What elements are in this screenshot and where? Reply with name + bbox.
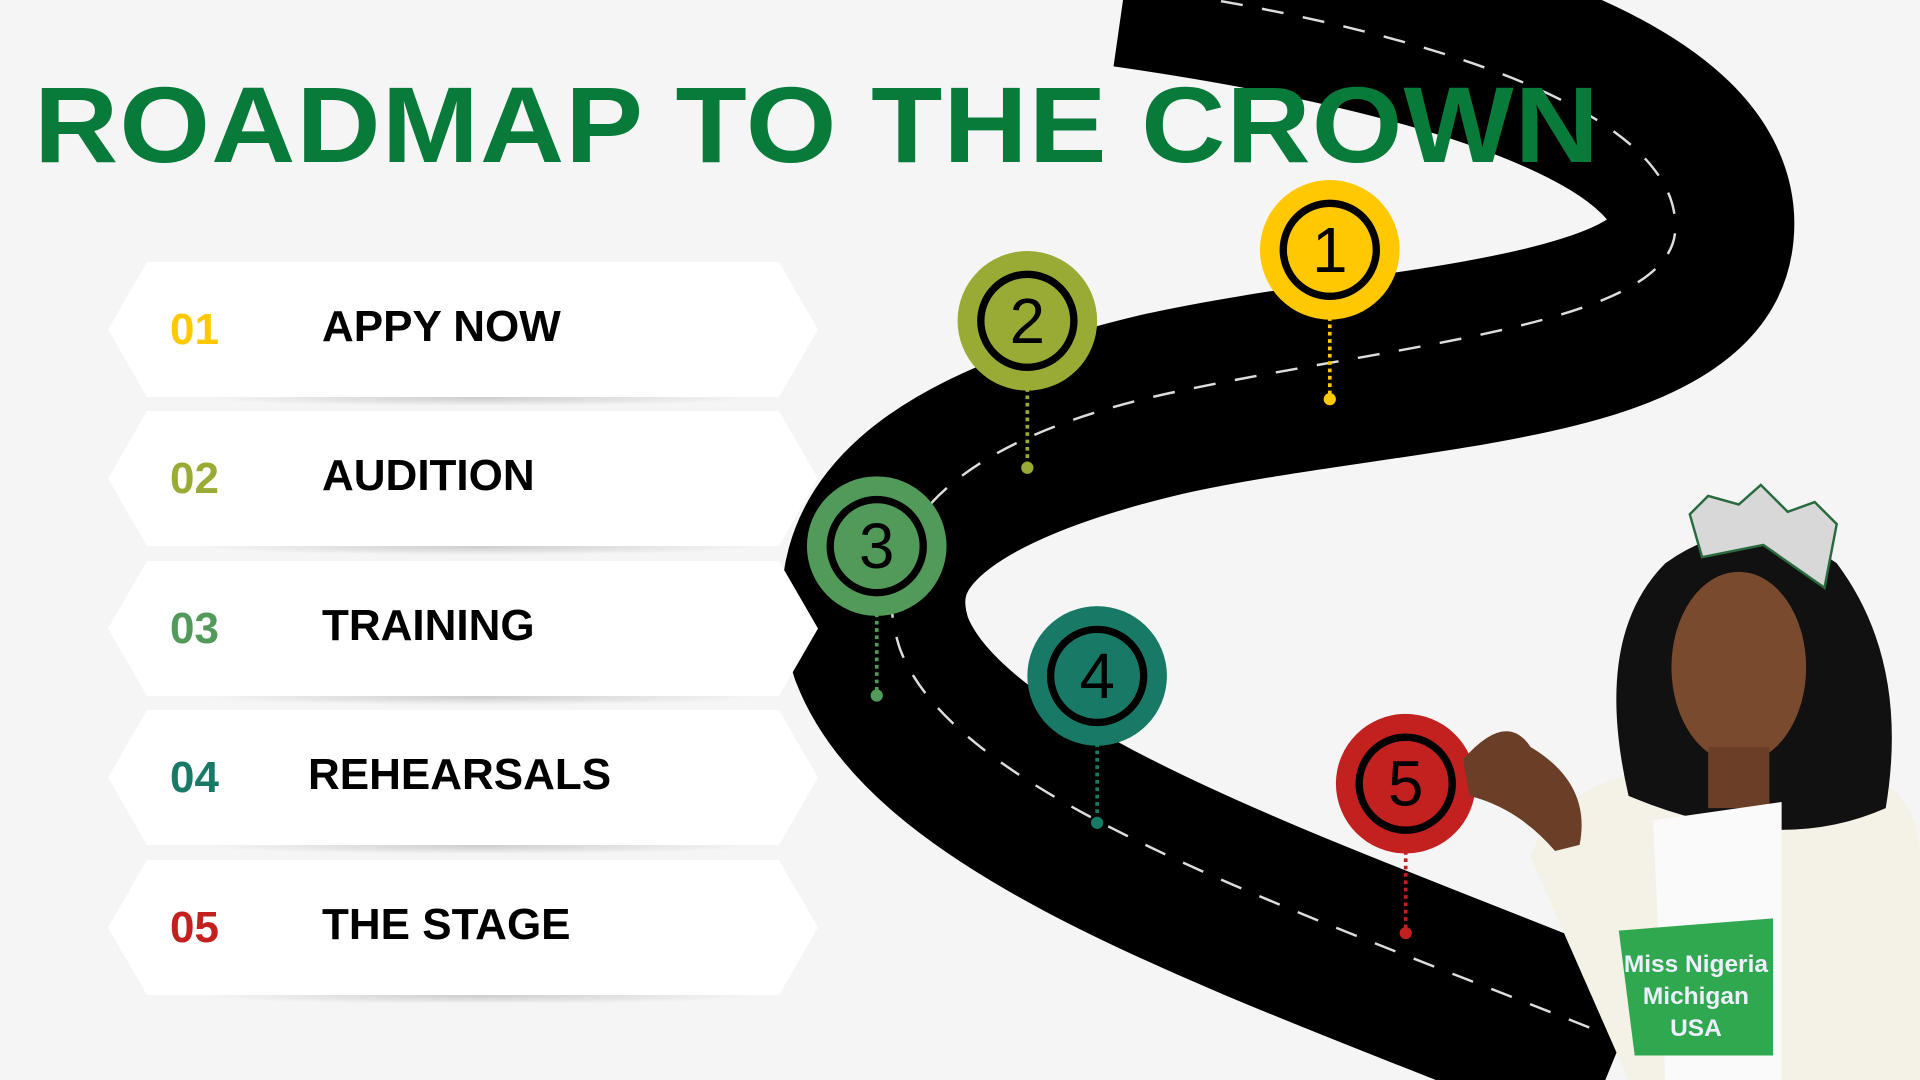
marker-number: 3 bbox=[859, 511, 894, 582]
step-card: 01 APPY NOW bbox=[108, 262, 818, 397]
marker-number: 1 bbox=[1312, 215, 1347, 286]
marker-number: 2 bbox=[1010, 286, 1045, 357]
step-marker: 2 bbox=[957, 251, 1098, 474]
pageant-photo: Miss Nigeria Michigan USA bbox=[1463, 483, 1920, 1080]
step-number: 02 bbox=[170, 454, 219, 503]
shirt-text-line: Michigan bbox=[1643, 983, 1749, 1010]
page-title: ROADMAP TO THE CROWN bbox=[34, 64, 1601, 185]
step-card: 05 THE STAGE bbox=[108, 860, 818, 995]
step-label: THE STAGE bbox=[322, 900, 571, 949]
step-number: 03 bbox=[170, 604, 219, 653]
step-marker: 1 bbox=[1260, 180, 1400, 406]
marker-number: 5 bbox=[1388, 749, 1423, 820]
step-label: REHEARSALS bbox=[308, 750, 612, 799]
step-marker: 4 bbox=[1027, 606, 1167, 829]
step-card: 03 TRAINING bbox=[108, 561, 818, 696]
step-marker: 5 bbox=[1335, 713, 1476, 940]
step-card: 02 AUDITION bbox=[108, 411, 818, 546]
shirt-text-line: Miss Nigeria bbox=[1624, 951, 1769, 978]
step-number: 04 bbox=[170, 753, 219, 802]
step-marker: 3 bbox=[806, 476, 947, 702]
step-label: AUDITION bbox=[322, 451, 535, 500]
shirt-text-line: USA bbox=[1670, 1015, 1722, 1042]
road bbox=[781, 0, 1795, 1080]
step-number: 01 bbox=[170, 305, 219, 354]
marker-number: 4 bbox=[1079, 641, 1114, 712]
step-label: TRAINING bbox=[322, 601, 535, 650]
step-card: 04 REHEARSALS bbox=[108, 710, 818, 845]
step-number: 05 bbox=[170, 903, 219, 952]
step-label: APPY NOW bbox=[322, 302, 561, 351]
